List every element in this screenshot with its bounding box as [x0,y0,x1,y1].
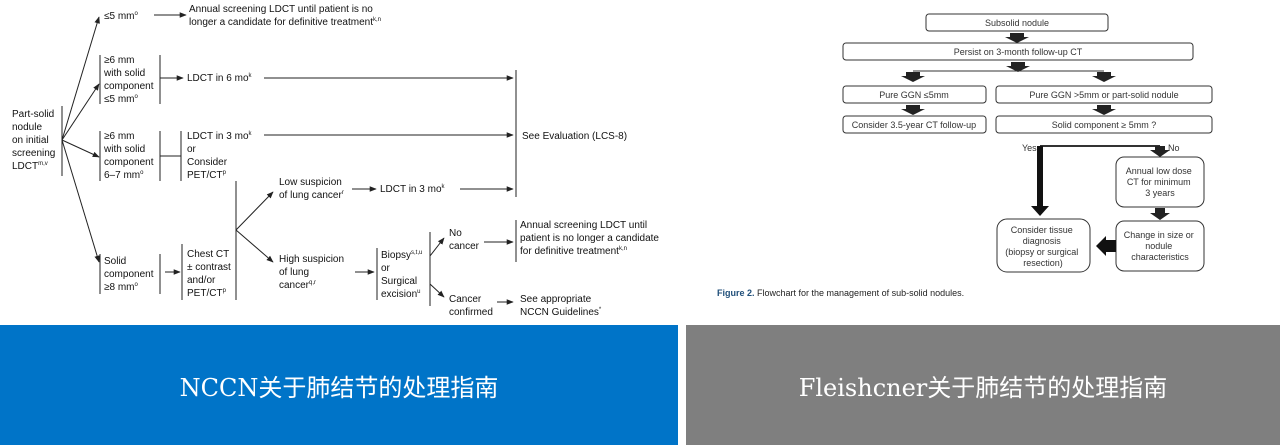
nccn-to-low-arrow [235,191,274,231]
fl-pure-ggn-large-box [995,85,1213,104]
fl-arrow-3 [901,105,925,115]
fl-annual-box [1115,156,1205,208]
nccn-branch2-label: ≥6 mm with solid component ≤5 mmo [103,55,156,105]
nccn-to-cancer-arrow [429,283,445,298]
nccn-low-action: LDCT in 3 mok [380,184,446,195]
fl-tissue-text: Consider tissue diagnosis (biopsy or sur… [1005,225,1081,268]
fl-solid-component-box [995,115,1213,134]
fl-change-text: Change in size or nodule characteristics [1124,230,1197,262]
nccn-no-cancer-label: No cancer [449,228,480,252]
fl-arrow-right [1092,72,1116,82]
nccn-branch1-label: ≤5 mmo [104,11,139,22]
fl-pure-ggn-large-text: Pure GGN >5mm or part-solid nodule [1029,90,1178,100]
nccn-to-no-cancer-arrow [429,237,445,257]
nccn-flowchart: Part-solid nodule on initial screening L… [12,4,662,318]
nccn-branch3-action: LDCT in 3 mok or Consider PET/CTp [187,127,254,181]
fl-arrow-left [901,72,925,82]
fleischner-banner: Fleishcner关于肺结节的处理指南 [686,325,1280,445]
flowcharts-svg: Part-solid nodule on initial screening L… [12,4,1213,318]
fl-no-label: No [1168,143,1180,153]
fl-pure-ggn-small-box [842,85,987,104]
fl-followup-box [842,115,987,134]
fleischner-banner-title: Fleishcner关于肺结节的处理指南 [798,373,1168,402]
fl-annual-text: Annual low dose CT for minimum 3 years [1126,166,1195,198]
fl-persist-text: Persist on 3-month follow-up CT [954,47,1083,57]
nccn-high-suspicion-label: High suspicion of lung cancerq,r [279,254,347,291]
nccn-see-evaluation: See Evaluation (LCS-8) [522,131,627,142]
nccn-cancer-outcome: See appropriate NCCN Guidelines* [520,294,602,318]
fl-pure-ggn-small-text: Pure GGN ≤5mm [879,90,948,100]
fl-yes-label: Yes [1022,143,1037,153]
nccn-no-cancer-outcome: Annual screening LDCT until patient is n… [520,220,662,257]
nccn-to-high-arrow [235,229,274,263]
fl-no-arrow [1150,146,1170,157]
fl-arrow-1 [1005,33,1029,43]
nccn-branch1-outcome: Annual screening LDCT until patient is n… [189,4,381,28]
fl-yes-arrowhead [1031,206,1049,216]
nccn-banner-title: NCCN关于肺结节的处理指南 [179,373,499,402]
nccn-branch2-action: LDCT in 6 mok [187,73,253,84]
nccn-banner: NCCN关于肺结节的处理指南 [0,325,678,445]
nccn-low-suspicion-label: Low suspicion of lung cancerr [279,177,345,201]
flowchart-panel: Part-solid nodule on initial screening L… [12,4,1213,318]
fl-change-to-tissue-arrow [1096,236,1116,256]
fl-subsolid-text: Subsolid nodule [985,18,1049,28]
nccn-branch3-label: ≥6 mm with solid component 6–7 mmo [103,131,156,181]
nccn-start-node: Part-solid nodule on initial screening L… [12,109,58,172]
fl-followup-text: Consider 3.5-year CT follow-up [852,120,976,130]
fl-tissue-box [996,218,1091,273]
fl-subsolid-box [925,13,1109,32]
nccn-fan-arrows [61,16,100,263]
fl-caption: Figure 2. Flowchart for the management o… [717,288,964,298]
fl-yes-shaft [1037,146,1043,206]
nccn-branch4-action: Chest CT ± contrast and/or PET/CTp [187,249,234,299]
nccn-biopsy-node: Biopsys,t,u or Surgical excisionu [381,246,425,300]
fl-solid-component-text: Solid component ≥ 5mm ? [1052,120,1157,130]
fl-arrow-4 [1092,105,1116,115]
fl-persist-box [842,42,1194,61]
fl-arrow-5 [1150,208,1170,220]
fl-arrow-2 [1006,62,1030,72]
nccn-cancer-confirmed-label: Cancer confirmed [449,294,493,318]
fleischner-flowchart: Subsolid nodule Persist on 3-month follo… [717,13,1213,298]
nccn-branch4-label: Solid component ≥8 mmo [104,256,156,293]
